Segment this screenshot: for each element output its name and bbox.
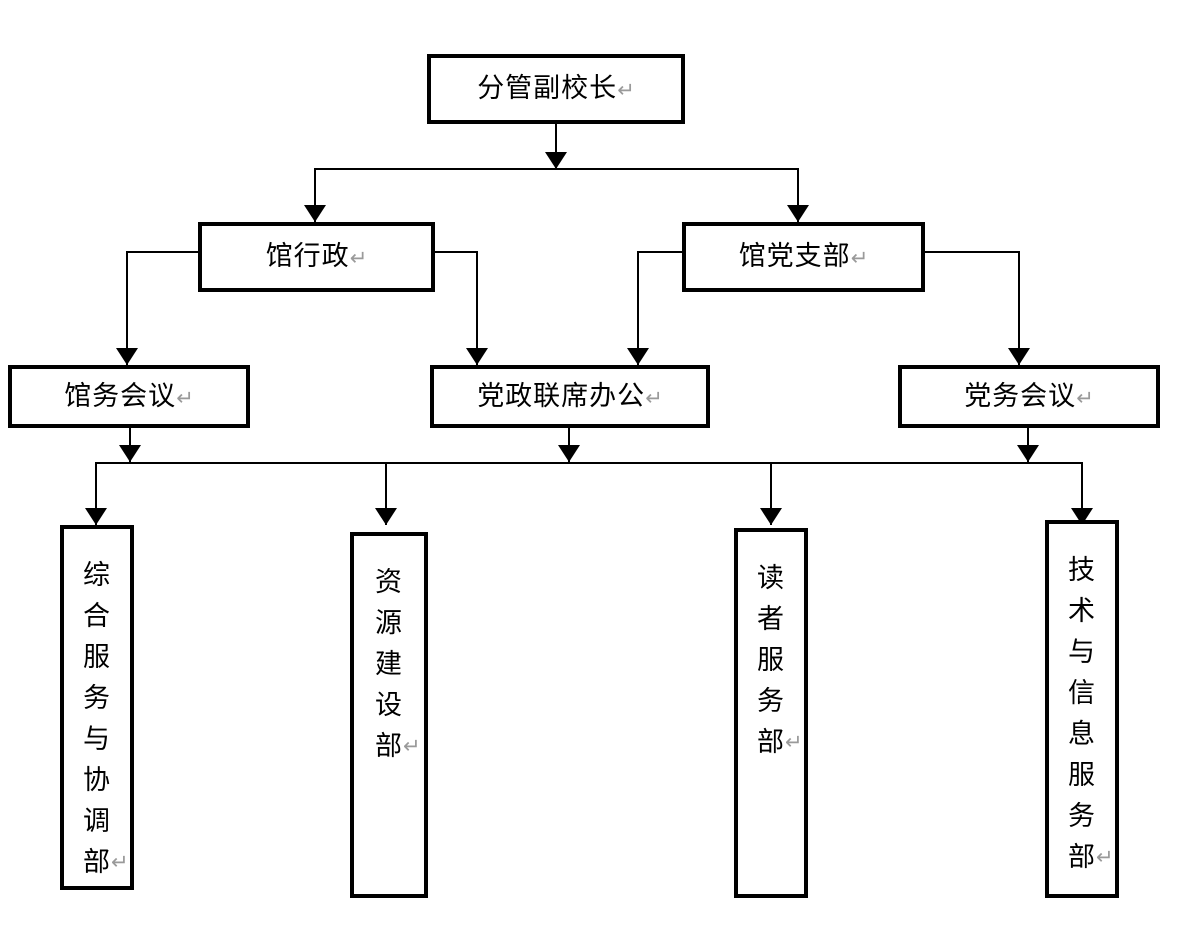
node-library-administration[interactable]: 馆行政↵	[198, 222, 435, 292]
vertical-char: 部↵	[375, 726, 421, 767]
vertical-char: 者	[757, 604, 785, 635]
node-library-party-branch[interactable]: 馆党支部↵	[682, 222, 925, 292]
vertical-char: 服	[83, 642, 111, 673]
arrowhead-library-affairs-meeting	[116, 348, 138, 365]
connector-drop-reader-service	[770, 462, 772, 525]
arrowhead-bus-from-party-affairs	[1017, 445, 1039, 462]
vertical-char: 建	[375, 649, 403, 680]
connector-bus-level4	[95, 462, 1082, 464]
vertical-char: 部↵	[1068, 837, 1114, 878]
arrowhead-vice-president-stem	[545, 152, 567, 169]
pilcrow-icon: ↵	[111, 850, 129, 874]
pilcrow-icon: ↵	[645, 385, 663, 410]
node-joint-party-government-office-label: 党政联席办公↵	[477, 380, 663, 412]
vertical-char: 务	[83, 683, 111, 714]
node-vice-president-label: 分管副校长↵	[477, 73, 635, 105]
node-party-affairs-meeting-label: 党务会议↵	[964, 380, 1094, 412]
vertical-char: 服	[757, 645, 785, 676]
arrowhead-bus-from-library-affairs	[119, 445, 141, 462]
vertical-char: 部↵	[757, 722, 803, 763]
vertical-char: 与	[1068, 637, 1096, 668]
arrowhead-joint-office-right	[627, 348, 649, 365]
arrowhead-bus-from-joint-office	[558, 445, 580, 462]
vertical-char: 源	[375, 608, 403, 639]
arrowhead-reader-service	[760, 508, 782, 525]
vertical-char: 资	[375, 567, 403, 598]
vertical-char: 协	[83, 765, 111, 796]
connector-drop-resource-construction	[385, 462, 387, 525]
vertical-char: 技	[1068, 555, 1096, 586]
vertical-char: 部↵	[83, 842, 129, 883]
arrowhead-general-service	[85, 508, 107, 525]
vertical-char: 务	[1068, 801, 1096, 832]
arrowhead-joint-office-left	[466, 348, 488, 365]
pilcrow-icon: ↵	[617, 78, 635, 103]
vertical-char: 读	[757, 563, 785, 594]
connector-party-right-h	[923, 251, 1020, 253]
connector-drop-library-administration	[314, 168, 316, 222]
arrowhead-party-affairs-meeting	[1008, 348, 1030, 365]
node-reader-service-dept[interactable]: 读者服务部↵	[734, 528, 808, 898]
pilcrow-icon: ↵	[1096, 845, 1114, 869]
vertical-char: 术	[1068, 596, 1096, 627]
vertical-char: 务	[757, 686, 785, 717]
node-joint-party-government-office[interactable]: 党政联席办公↵	[430, 365, 710, 428]
node-resource-construction-dept[interactable]: 资源建设部↵	[350, 532, 428, 898]
node-library-party-branch-label: 馆党支部↵	[738, 241, 869, 273]
connector-admin-left-v	[126, 251, 128, 365]
node-resource-construction-dept-label: 资源建设部↵	[375, 562, 421, 767]
pilcrow-icon: ↵	[850, 246, 869, 271]
node-party-affairs-meeting[interactable]: 党务会议↵	[898, 365, 1160, 428]
vertical-char: 息	[1068, 719, 1096, 750]
connector-party-left-h	[637, 251, 684, 253]
pilcrow-icon: ↵	[1076, 385, 1094, 410]
connector-drop-technology-information	[1081, 462, 1083, 525]
vertical-char: 信	[1068, 678, 1096, 709]
vertical-char: 与	[83, 724, 111, 755]
connector-drop-library-party-branch	[797, 168, 799, 222]
pilcrow-icon: ↵	[349, 246, 368, 271]
node-technology-information-service-dept-label: 技术与信息服务部↵	[1068, 550, 1114, 878]
node-technology-information-service-dept[interactable]: 技术与信息服务部↵	[1045, 520, 1119, 898]
pilcrow-icon: ↵	[403, 734, 421, 758]
connector-bus-level2	[314, 168, 798, 170]
vertical-char: 调	[83, 806, 111, 837]
arrowhead-library-administration	[304, 205, 326, 222]
vertical-char: 综	[83, 560, 111, 591]
node-general-service-coordination-dept[interactable]: 综合服务与协调部↵	[60, 525, 134, 890]
arrowhead-resource-construction	[375, 508, 397, 525]
connector-admin-right-h	[433, 251, 478, 253]
vertical-char: 合	[83, 601, 111, 632]
node-library-affairs-meeting-label: 馆务会议↵	[64, 380, 194, 412]
connector-admin-right-v	[476, 251, 478, 365]
connector-party-left-v	[637, 251, 639, 365]
connector-party-right-v	[1018, 251, 1020, 365]
node-general-service-coordination-dept-label: 综合服务与协调部↵	[83, 555, 129, 883]
node-library-administration-label: 馆行政↵	[265, 241, 368, 273]
connector-drop-general-service	[95, 462, 97, 525]
node-reader-service-dept-label: 读者服务部↵	[757, 558, 803, 763]
arrowhead-library-party-branch	[787, 205, 809, 222]
node-library-affairs-meeting[interactable]: 馆务会议↵	[8, 365, 250, 428]
pilcrow-icon: ↵	[176, 385, 194, 410]
connector-vice-president-stem	[555, 124, 557, 170]
connector-admin-left-h	[126, 251, 200, 253]
vertical-char: 服	[1068, 760, 1096, 791]
vertical-char: 设	[375, 690, 403, 721]
pilcrow-icon: ↵	[785, 730, 803, 754]
node-vice-president[interactable]: 分管副校长↵	[427, 54, 685, 124]
